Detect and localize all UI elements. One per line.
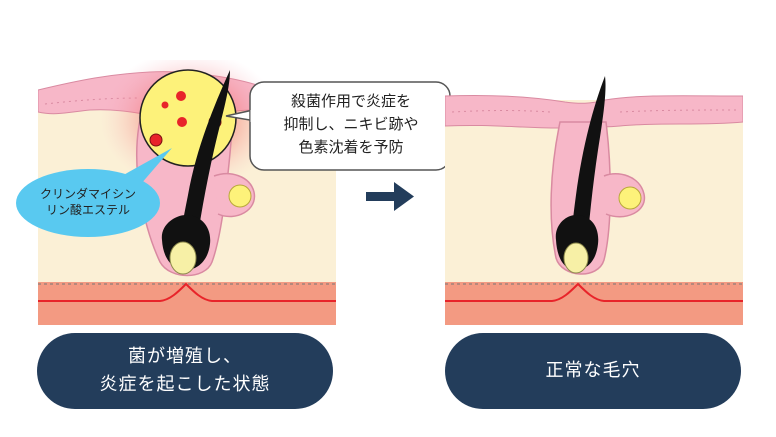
callout-line: 抑制し、ニキビ跡や: [283, 115, 419, 133]
callout-line: 色素沈着を予防: [298, 138, 404, 156]
sebaceous-gland-icon: [213, 172, 256, 218]
normal-skin-cross-section: [445, 76, 743, 325]
subcutaneous-layer: [38, 282, 336, 325]
drug-name-text: クリンダマイシン リン酸エステル: [18, 186, 158, 218]
blood-vessel: [38, 282, 336, 302]
effect-callout-bubble: [225, 81, 451, 171]
sebaceous-gland-icon: [603, 173, 646, 218]
caption-line: 正常な毛穴: [545, 360, 641, 381]
drug-name-bubble: [16, 148, 172, 237]
drug-name-line: リン酸エステル: [45, 203, 130, 217]
caption-line: 菌が増殖し、: [128, 346, 242, 367]
inflamed-state-caption: 菌が増殖し、 炎症を起こした状態: [37, 333, 333, 409]
blood-vessel: [445, 282, 743, 302]
drug-name-line: クリンダマイシン: [39, 187, 136, 201]
effect-callout-text: 殺菌作用で炎症を 抑制し、ニキビ跡や 色素沈着を予防: [255, 90, 447, 159]
callout-line: 殺菌作用で炎症を: [290, 92, 411, 110]
caption-line: 炎症を起こした状態: [99, 374, 271, 395]
right-arrow-icon: [366, 182, 414, 211]
subcutaneous-layer: [445, 282, 743, 325]
normal-state-caption: 正常な毛穴: [445, 333, 741, 409]
